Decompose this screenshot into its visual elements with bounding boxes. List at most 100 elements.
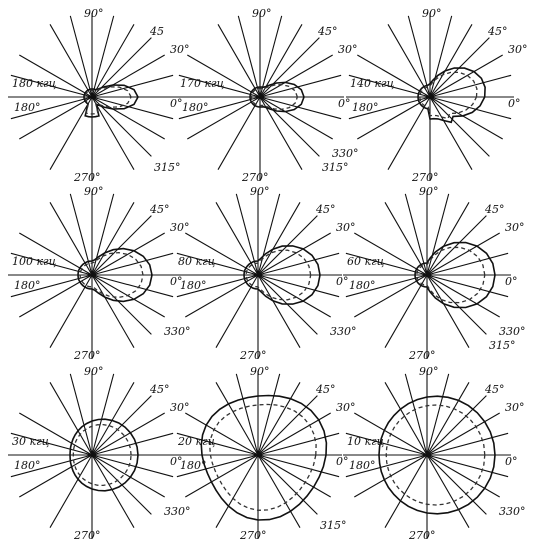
- radial-line: [176, 432, 259, 456]
- radial-line: [91, 412, 165, 456]
- polar-panel-p7: 90°45°30°0°180°270°330°30 кгц: [8, 365, 191, 542]
- angle-label: 45°: [317, 25, 338, 38]
- radiation-pattern-solid: [417, 67, 486, 124]
- angle-label: 315°: [154, 161, 181, 174]
- angle-label: 330°: [499, 325, 526, 338]
- radial-line: [10, 432, 93, 456]
- angle-label: 270°: [73, 529, 101, 542]
- radial-line: [235, 193, 259, 276]
- radial-line: [384, 382, 428, 456]
- polar-panel-p2: 90°45°30°0°180°270°330°315°170 кгц: [176, 7, 359, 184]
- radial-line: [257, 252, 340, 276]
- radial-line: [426, 454, 500, 498]
- polar-panel-p6: 90°45°30°0°180°270°330°315°60 кгц: [343, 185, 526, 362]
- angle-label: 180°: [14, 279, 41, 292]
- radial-line: [19, 412, 93, 456]
- radial-line: [91, 274, 152, 335]
- angle-label: 270°: [239, 349, 267, 362]
- radial-line: [185, 412, 259, 456]
- radial-line: [19, 54, 93, 98]
- angle-label: 315°: [320, 519, 347, 532]
- radial-line: [426, 373, 450, 456]
- angle-label: 90°: [419, 365, 439, 378]
- radial-line: [259, 37, 320, 98]
- angle-label: 0°: [336, 455, 349, 468]
- angle-label: 0°: [170, 97, 183, 110]
- angle-label: 0°: [170, 455, 183, 468]
- angle-label: 30°: [505, 401, 525, 414]
- radial-line: [426, 454, 470, 528]
- frequency-label: 100 кгц: [12, 255, 57, 268]
- radial-line: [69, 15, 93, 98]
- radiation-pattern-solid: [249, 81, 305, 113]
- angle-label: 180°: [352, 101, 379, 114]
- angle-label: 45°: [315, 383, 336, 396]
- radial-line: [91, 96, 135, 170]
- angle-label: 90°: [422, 7, 442, 20]
- radiation-pattern-solid: [69, 418, 139, 492]
- angle-label: 0°: [505, 455, 518, 468]
- radial-line: [215, 274, 259, 348]
- radial-line: [426, 395, 487, 456]
- angle-label: 45: [149, 25, 164, 38]
- radial-line: [426, 252, 509, 276]
- radial-line: [91, 96, 165, 140]
- radial-line: [91, 274, 174, 298]
- radial-line: [49, 454, 93, 528]
- radial-line: [257, 202, 301, 276]
- radial-line: [384, 454, 428, 528]
- angle-label: 330°: [164, 325, 191, 338]
- radial-line: [429, 54, 503, 98]
- radial-line: [91, 74, 174, 98]
- angle-label: 30°: [170, 43, 190, 56]
- radial-line: [215, 202, 259, 276]
- frequency-label: 170 кгц: [180, 77, 225, 90]
- angle-label: 45°: [149, 383, 170, 396]
- radiation-pattern-dashed: [209, 403, 317, 511]
- radial-line: [354, 274, 428, 318]
- radial-line: [429, 96, 490, 157]
- radiation-pattern-solid: [77, 247, 153, 303]
- radial-line: [91, 15, 115, 98]
- radial-line: [49, 96, 93, 170]
- radial-line: [178, 74, 261, 98]
- radial-line: [49, 382, 93, 456]
- radial-line: [426, 382, 470, 456]
- angle-label: 45°: [484, 203, 505, 216]
- radial-line: [10, 96, 93, 120]
- radial-line: [69, 373, 93, 456]
- angle-label: 330°: [330, 325, 357, 338]
- angle-label: 45°: [487, 25, 508, 38]
- radial-line: [426, 274, 509, 298]
- radial-line: [187, 54, 261, 98]
- radiation-pattern-dashed: [419, 71, 478, 120]
- radial-line: [259, 24, 303, 98]
- radial-line: [429, 96, 512, 120]
- angle-label: 0°: [170, 275, 183, 288]
- angle-label: 270°: [73, 171, 101, 184]
- radial-line: [345, 432, 428, 456]
- radial-line: [429, 96, 473, 170]
- radial-line: [345, 274, 428, 298]
- angle-label: 330°: [164, 505, 191, 518]
- radial-line: [257, 382, 301, 456]
- radial-line: [426, 454, 487, 515]
- angle-label: 90°: [419, 185, 439, 198]
- radial-line: [426, 193, 450, 276]
- angle-label: 90°: [250, 185, 270, 198]
- radial-line: [259, 15, 283, 98]
- radiation-pattern-dashed: [79, 251, 144, 299]
- angle-label: 90°: [252, 7, 272, 20]
- radiation-pattern-dashed: [84, 86, 132, 115]
- radial-line: [91, 215, 152, 276]
- radial-line: [257, 232, 331, 276]
- radial-line: [178, 96, 261, 120]
- angle-label: 45°: [149, 203, 170, 216]
- radial-line: [257, 454, 331, 498]
- radial-line: [91, 382, 135, 456]
- radial-line: [10, 74, 93, 98]
- radial-line: [69, 193, 93, 276]
- radial-line: [91, 202, 135, 276]
- frequency-label: 140 кгц: [350, 77, 395, 90]
